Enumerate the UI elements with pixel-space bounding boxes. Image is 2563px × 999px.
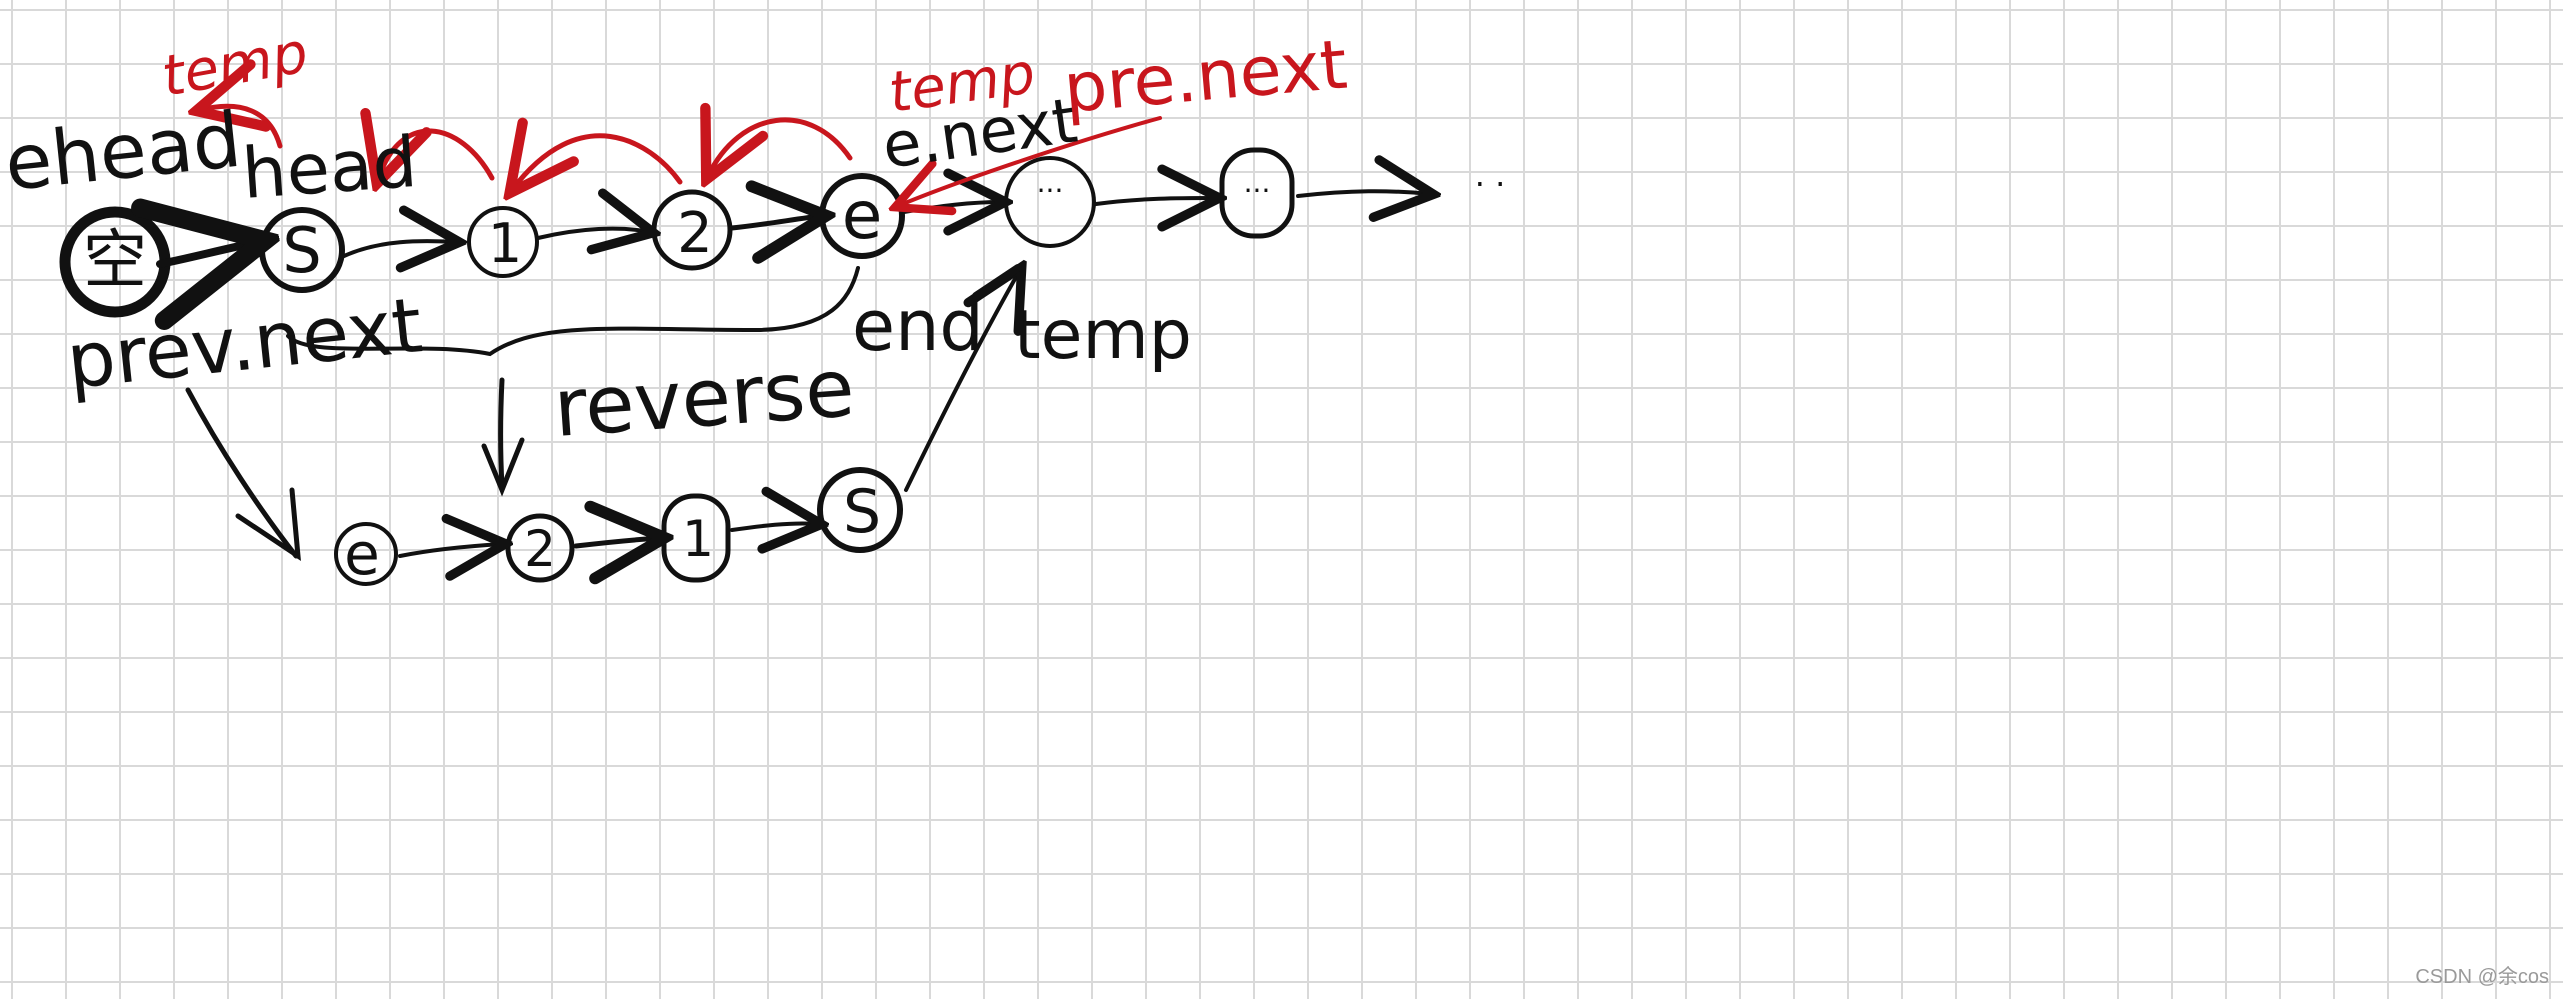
node-empty-label: 空: [83, 224, 147, 298]
rev-node-start-label: S: [843, 477, 881, 547]
segment-brace: [286, 266, 860, 357]
arrow-rev-end-to-two: [398, 544, 502, 556]
red-arrow-temp-left: [200, 106, 283, 149]
arrow-prev-next-to-reversed: [185, 387, 301, 561]
node-next-2-label: ···: [1244, 174, 1271, 207]
arrow-two-to-end: [729, 216, 822, 228]
label-ehead: ehead: [1, 95, 246, 208]
reverse-down-arrow: [481, 377, 525, 497]
label-temp-bottom: temp: [1014, 296, 1192, 375]
rev-node-two: 2: [505, 513, 575, 583]
arrow-one-to-two: [536, 229, 650, 238]
arrow-rev-two-to-one: [573, 538, 660, 546]
node-two-label: 2: [677, 201, 713, 266]
red-arrow-end-to-two: [708, 120, 853, 176]
label-pre-next: pre.next: [1061, 26, 1351, 129]
rev-node-two-label: 2: [524, 520, 556, 578]
node-empty: 空: [59, 206, 171, 318]
red-reverse-arrows: [200, 106, 1162, 206]
label-head: head: [239, 121, 419, 215]
red-arrow-pre-next: [898, 116, 1162, 206]
trailing-ellipsis: · ·: [1475, 165, 1506, 203]
node-end-label: e: [842, 177, 883, 254]
bottom-row-arrows: [398, 270, 1020, 556]
watermark: CSDN @余cos: [2415, 966, 2549, 988]
node-two: 2: [651, 189, 733, 271]
rev-node-one: 1: [661, 493, 731, 583]
rev-node-start: S: [817, 467, 903, 553]
rev-node-one-label: 1: [682, 510, 714, 568]
red-arrow-one-to-start: [378, 131, 495, 180]
rev-node-end: e: [334, 520, 398, 588]
label-end: end: [852, 285, 984, 367]
arrow-rev-one-to-start: [730, 523, 818, 530]
node-one: 1: [467, 206, 539, 278]
red-arrow-two-to-one: [512, 136, 683, 190]
rev-node-end-label: e: [344, 520, 380, 588]
label-reverse: reverse: [551, 341, 857, 455]
arrow-empty-to-start: [160, 242, 258, 264]
temp-pointer-head: [972, 264, 1022, 300]
arrow-start-to-one: [342, 241, 456, 256]
node-start-label: S: [282, 214, 321, 287]
node-next-1-label: ···: [1037, 174, 1064, 207]
label-temp-left: temp: [157, 20, 313, 109]
node-one-label: 1: [488, 212, 522, 275]
arrow-end-to-next1: [902, 202, 1002, 212]
node-end: e: [819, 173, 905, 259]
arrow-next1-to-next2: [1094, 198, 1216, 204]
arrow-next2-to-trail: [1296, 191, 1430, 196]
node-next-2: ···: [1219, 147, 1295, 239]
node-start: S: [259, 207, 345, 293]
arrow-rev-start-to-temp: [904, 270, 1020, 492]
